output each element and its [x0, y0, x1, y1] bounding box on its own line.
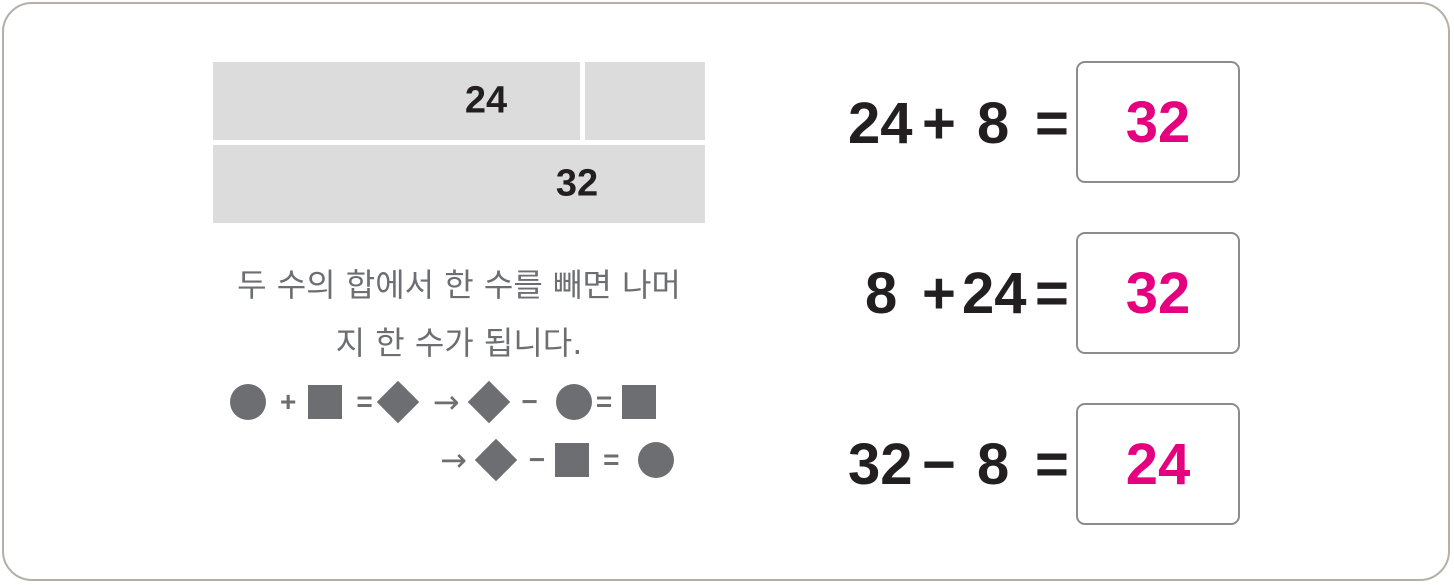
equation-equals: = — [1035, 432, 1069, 497]
arrow-icon: → — [440, 441, 467, 479]
answer-box: 24 — [1076, 403, 1240, 525]
minus-sign: − — [521, 386, 538, 417]
bar-total-value: 32 — [555, 162, 599, 205]
square-shape-icon — [308, 385, 343, 419]
equation-operator: + — [922, 261, 956, 326]
equation-operand-b: 8 — [977, 91, 1010, 156]
diamond-shape-icon — [474, 438, 518, 482]
answer-box: 32 — [1076, 61, 1240, 183]
bar-top-value: 24 — [464, 79, 508, 122]
equation-operand-a: 8 — [865, 261, 898, 326]
square-shape-icon — [555, 443, 590, 477]
bar-segment-known-part: 24 — [213, 62, 580, 140]
equation-operator: − — [922, 432, 956, 497]
symbol-rule-row-2: → − = — [440, 438, 674, 482]
description-line-1: 두 수의 합에서 한 수를 빼면 나머 — [237, 266, 681, 304]
bar-segment-total: 32 — [213, 145, 705, 223]
bar-segment-unknown-part — [585, 62, 705, 140]
arrow-icon: → — [432, 383, 460, 421]
circle-shape-icon — [230, 384, 266, 420]
equation-operand-b: 8 — [977, 432, 1010, 497]
plus-sign: + — [280, 386, 297, 417]
circle-shape-icon — [555, 384, 592, 420]
equation-equals: = — [1035, 261, 1069, 326]
equation-operator: + — [922, 91, 956, 156]
circle-shape-icon — [637, 442, 674, 478]
equals-sign: = — [603, 444, 620, 475]
equation-equals: = — [1035, 91, 1069, 156]
square-shape-icon — [622, 385, 657, 419]
equation-operand-a: 32 — [848, 432, 913, 497]
symbol-rule-row-1: + = → − = — [230, 380, 657, 424]
diamond-shape-icon — [467, 380, 510, 424]
diamond-shape-icon — [376, 380, 419, 424]
description-line-2: 지 한 수가 됩니다. — [335, 324, 583, 362]
equation-operand-b: 24 — [962, 261, 1027, 326]
answer-box: 32 — [1076, 232, 1240, 354]
minus-sign: − — [528, 444, 546, 475]
equals-sign: = — [595, 386, 613, 417]
equation-operand-a: 24 — [848, 91, 913, 156]
equals-sign: = — [356, 386, 373, 417]
